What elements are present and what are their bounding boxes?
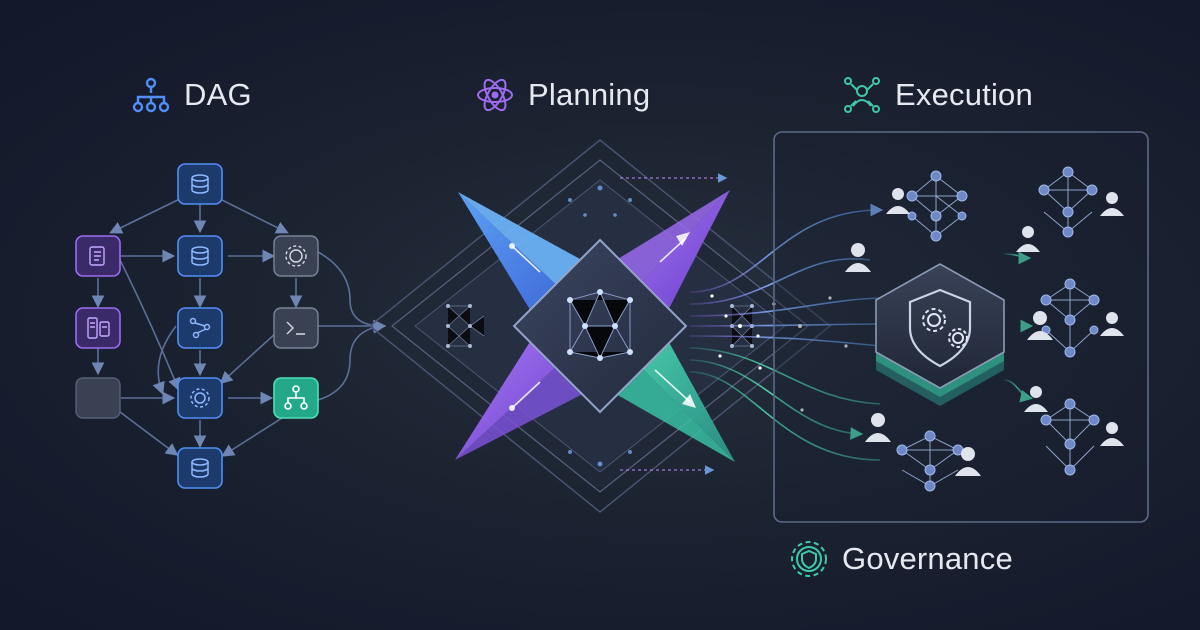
- execution-section-label: Execution: [841, 74, 1033, 116]
- terminal-icon: [286, 321, 305, 335]
- person-icon: [1100, 312, 1124, 336]
- hierarchy-icon: [284, 385, 308, 410]
- database-icon: [191, 458, 209, 478]
- person-icon: [1100, 422, 1124, 446]
- hierarchy-icon: [132, 77, 170, 113]
- person-icon: [845, 243, 871, 272]
- planning-engine: [368, 139, 832, 513]
- planning-label-text: Planning: [528, 77, 651, 112]
- person-icon: [1016, 226, 1040, 252]
- person-icon: [1024, 386, 1048, 412]
- database-icon: [191, 174, 209, 194]
- person-icon: [1100, 192, 1124, 216]
- person-icon: [1027, 311, 1053, 340]
- checklist-icon: [87, 317, 110, 339]
- person-icon: [865, 413, 891, 442]
- dag-graph: [75, 163, 387, 489]
- person-icon: [886, 188, 910, 214]
- settings-chip-icon: [285, 245, 307, 267]
- document-icon: [89, 246, 105, 266]
- people-network-icon: [844, 77, 880, 113]
- planning-section-label: Planning: [474, 74, 650, 116]
- execution-agents: [845, 166, 1124, 492]
- governance-core: [875, 263, 1005, 406]
- governance-label-text: Governance: [842, 541, 1013, 576]
- governance-section-label: Governance: [788, 538, 1013, 580]
- dag-section-label: DAG: [130, 74, 252, 116]
- person-icon: [955, 447, 981, 476]
- branch-icon: [189, 317, 211, 339]
- shield-gear-icon: [791, 541, 827, 577]
- dag-label-text: DAG: [184, 77, 252, 112]
- execution-label-text: Execution: [895, 77, 1033, 112]
- database-icon: [191, 246, 209, 266]
- gear-icon: [190, 388, 210, 408]
- atom-icon: [477, 78, 513, 112]
